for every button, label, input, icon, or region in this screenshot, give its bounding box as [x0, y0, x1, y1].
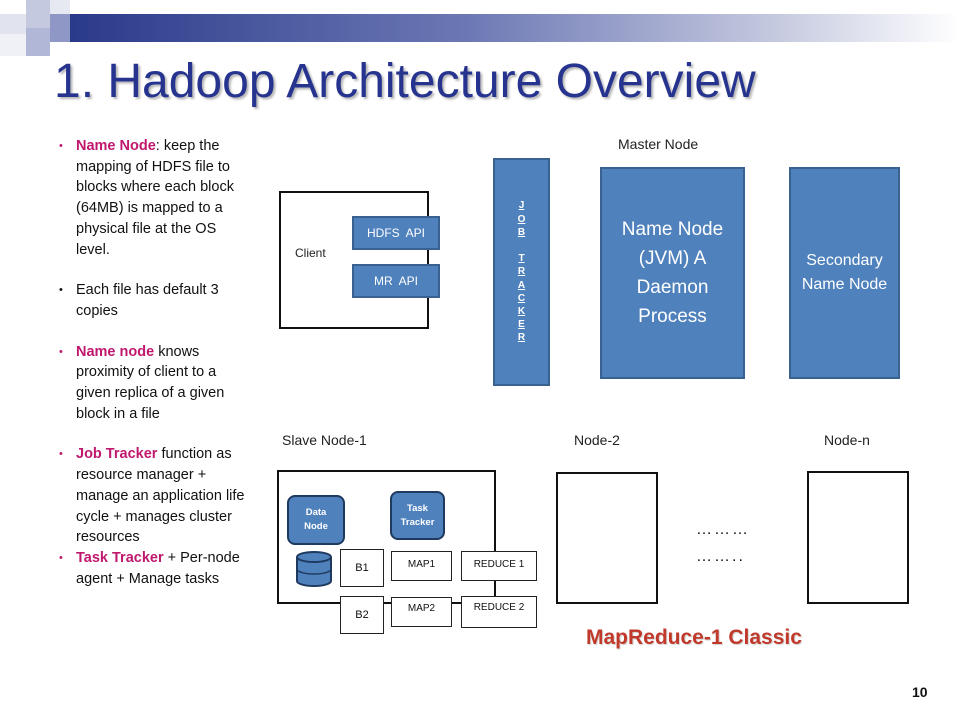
job-tracker-letter: E	[518, 319, 525, 331]
bullet-item: • Job Tracker function as resource manag…	[58, 444, 248, 548]
node-n-label: Node-n	[824, 432, 870, 448]
deco-square	[26, 28, 50, 56]
reduce1-label: REDUCE 1	[473, 559, 525, 570]
reduce2-label: REDUCE 2	[473, 602, 525, 613]
bullet-dot: •	[59, 448, 63, 461]
block-b2-label: B2	[355, 609, 369, 621]
header-decoration	[0, 0, 960, 60]
block-b2: B2	[340, 596, 384, 634]
name-node-box: Name Node (JVM) A Daemon Process	[600, 167, 745, 379]
bullet-dot: •	[59, 345, 63, 358]
bullet-list: • Name Node: keep the mapping of HDFS fi…	[58, 136, 248, 589]
block-b1: B1	[340, 549, 384, 587]
bullet-item: • Task Tracker + Per-node agent + Manage…	[58, 548, 248, 589]
bullet-dot: •	[59, 284, 63, 297]
slide-title: 1. Hadoop Architecture Overview	[54, 55, 756, 108]
mr-api-label: MR API	[373, 274, 418, 288]
job-tracker-letter: T	[518, 253, 525, 265]
deco-square	[0, 14, 26, 34]
hdfs-api-box: HDFS API	[352, 216, 440, 250]
secondary-name-node-label: Secondary Name Node	[801, 252, 888, 293]
caption: MapReduce-1 Classic	[586, 626, 802, 649]
reduce2-box: REDUCE 2	[461, 596, 537, 628]
deco-square	[26, 0, 50, 28]
map1-box: MAP1	[391, 551, 452, 581]
bullet-item: • Name Node: keep the mapping of HDFS fi…	[58, 136, 248, 260]
data-node-label: Data Node	[304, 507, 328, 532]
node-2-label: Node-2	[574, 432, 620, 448]
bullet-text: Each file has default 3 copies	[76, 282, 219, 319]
job-tracker-letter: O	[517, 213, 526, 225]
job-tracker-letter: B	[517, 226, 526, 238]
job-tracker-letter: A	[517, 279, 526, 291]
data-node-box: Data Node	[287, 495, 345, 545]
bullet-dot: •	[59, 140, 63, 152]
bullet-text: : keep the mapping of HDFS file to block…	[76, 138, 234, 258]
map2-label: MAP2	[407, 603, 436, 614]
mr-api-box: MR API	[352, 264, 440, 298]
deco-square	[50, 14, 70, 42]
task-tracker-box: Task Tracker	[390, 491, 445, 540]
page-number: 10	[912, 684, 928, 700]
bullet-keyword: Name node	[76, 343, 155, 360]
job-tracker-letter: K	[517, 305, 526, 317]
name-node-label: Name Node (JVM) A Daemon Process	[621, 219, 724, 327]
deco-square	[0, 34, 26, 56]
node-n-box	[807, 471, 909, 604]
header-gradient-bar	[70, 14, 960, 42]
slave-node-label: Slave Node-1	[282, 432, 367, 448]
bullet-keyword: Task Tracker	[76, 549, 164, 566]
secondary-name-node-box: Secondary Name Node	[789, 167, 900, 379]
hdfs-api-label: HDFS API	[366, 226, 425, 240]
bullet-keyword: Job Tracker	[76, 446, 158, 463]
job-tracker-letter: R	[517, 332, 526, 344]
client-box	[279, 191, 429, 329]
bullet-text: knows proximity of client to a given rep…	[76, 343, 225, 422]
ellipsis-dots-1: ………	[696, 521, 750, 538]
bullet-keyword: Name Node	[76, 138, 156, 154]
task-tracker-label: Task Tracker	[400, 502, 435, 528]
block-b1-label: B1	[355, 562, 369, 574]
job-tracker-letter: C	[517, 292, 526, 304]
bullet-text: function as resource manager + manage an…	[76, 446, 245, 546]
job-tracker-letter: J	[518, 200, 525, 212]
bullet-item: • Each file has default 3 copies	[58, 280, 248, 321]
job-tracker-letter: R	[517, 266, 526, 278]
bullet-dot: •	[59, 551, 63, 564]
client-label: Client	[295, 246, 326, 260]
bullet-item: • Name node knows proximity of client to…	[58, 342, 248, 425]
bullet-text: + Per-node agent + Manage tasks	[76, 549, 240, 587]
ellipsis-dots-2: ……..	[696, 548, 745, 565]
map2-box: MAP2	[391, 597, 452, 627]
reduce1-box: REDUCE 1	[461, 551, 537, 581]
map1-label: MAP1	[407, 559, 436, 570]
disk-storage-icon	[296, 551, 332, 587]
deco-square	[50, 0, 70, 14]
node-2-box	[556, 472, 658, 604]
master-node-label: Master Node	[618, 136, 699, 152]
